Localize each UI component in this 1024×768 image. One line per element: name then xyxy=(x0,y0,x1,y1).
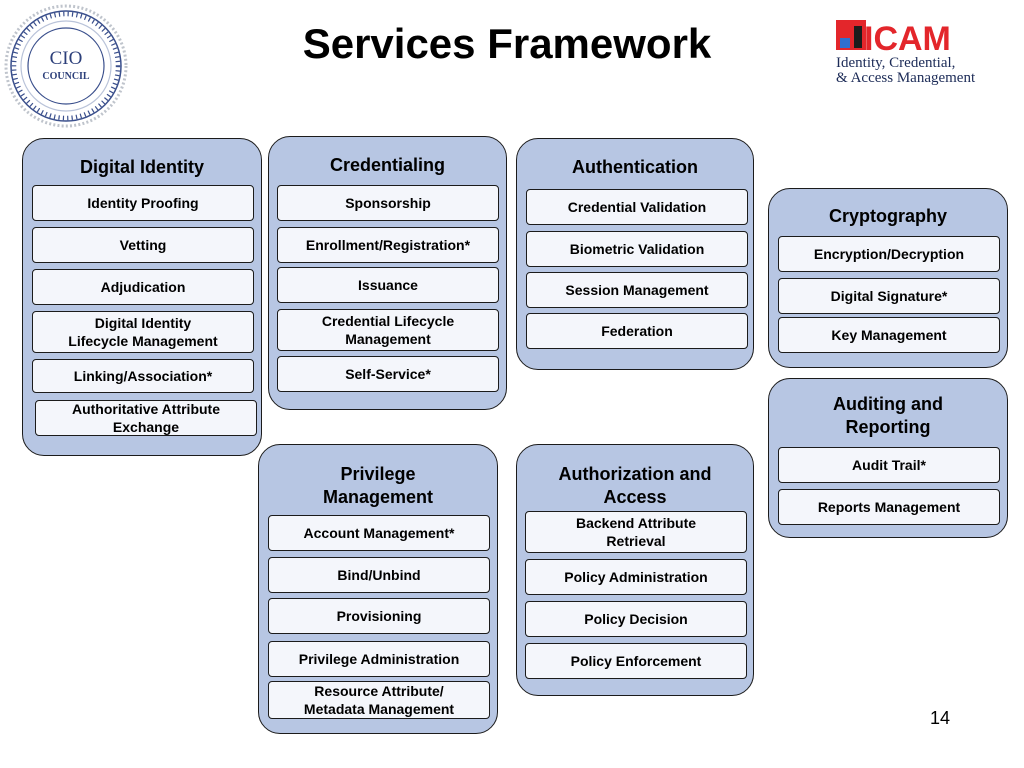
panel-authentication: Authentication Credential Validation Bio… xyxy=(516,138,754,370)
item-reports-management: Reports Management xyxy=(778,489,1000,525)
icam-logo: ICAM xyxy=(836,20,951,58)
page-number: 14 xyxy=(930,708,951,728)
panel-title-auditing-reporting: Auditing and Reporting xyxy=(833,394,943,437)
panel-title-authorization-access: Authorization and Access xyxy=(558,464,712,507)
item-bind-unbind: Bind/Unbind xyxy=(268,557,490,593)
panel-title-cryptography: Cryptography xyxy=(828,206,947,226)
item-credential-validation: Credential Validation xyxy=(526,189,748,225)
cio-seal-line2: COUNCIL xyxy=(42,71,90,82)
item-adjudication: Adjudication xyxy=(32,269,254,305)
panel-privilege-management: Privilege Management Account Management*… xyxy=(258,444,498,734)
item-provisioning: Provisioning xyxy=(268,598,490,634)
item-account-management: Account Management* xyxy=(268,515,490,551)
panel-digital-identity: Digital Identity Identity Proofing Vetti… xyxy=(22,138,262,456)
page-title: Services Framework xyxy=(302,20,712,67)
cio-seal-line1: CIO xyxy=(50,48,83,69)
item-digital-signature: Digital Signature* xyxy=(778,278,1000,314)
item-backend-attribute-retrieval: Backend Attribute Retrieval xyxy=(525,511,747,553)
item-privilege-administration: Privilege Administration xyxy=(268,641,490,677)
icam-tagline-line2: & Access Management xyxy=(836,70,976,86)
item-identity-proofing: Identity Proofing xyxy=(32,185,254,221)
panel-auditing-reporting: Auditing and Reporting Audit Trail* Repo… xyxy=(768,378,1008,538)
item-session-management: Session Management xyxy=(526,272,748,308)
item-issuance: Issuance xyxy=(277,267,499,303)
panel-title-credentialing: Credentialing xyxy=(329,155,445,175)
item-key-management: Key Management xyxy=(778,317,1000,353)
item-audit-trail: Audit Trail* xyxy=(778,447,1000,483)
panel-title-privilege-management: Privilege Management xyxy=(322,464,434,507)
panel-credentialing: Credentialing Sponsorship Enrollment/Reg… xyxy=(268,136,507,410)
item-vetting: Vetting xyxy=(32,227,254,263)
item-authoritative-attribute-exchange: Authoritative Attribute Exchange xyxy=(35,400,257,436)
panel-title-authentication: Authentication xyxy=(572,157,698,177)
item-linking-association: Linking/Association* xyxy=(32,359,254,393)
item-policy-enforcement: Policy Enforcement xyxy=(525,643,747,679)
panel-title-digital-identity: Digital Identity xyxy=(79,157,204,177)
item-policy-administration: Policy Administration xyxy=(525,559,747,595)
icam-tagline: Identity, Credential, & Access Managemen… xyxy=(836,56,1022,86)
icam-tagline-line1: Identity, Credential, xyxy=(836,55,956,71)
panel-authorization-access: Authorization and Access Backend Attribu… xyxy=(516,444,754,696)
icam-wordmark: ICAM xyxy=(864,20,951,58)
item-policy-decision: Policy Decision xyxy=(525,601,747,637)
item-federation: Federation xyxy=(526,313,748,349)
item-biometric-validation: Biometric Validation xyxy=(526,231,748,267)
item-credential-lifecycle-management: Credential Lifecycle Management xyxy=(277,309,499,351)
cio-council-seal-logo: CIO COUNCIL xyxy=(4,4,128,128)
item-self-service: Self-Service* xyxy=(277,356,499,392)
item-encryption-decryption: Encryption/Decryption xyxy=(778,236,1000,272)
item-resource-attribute-metadata-management: Resource Attribute/ Metadata Management xyxy=(268,681,490,719)
item-digital-identity-lifecycle-management: Digital Identity Lifecycle Management xyxy=(32,311,254,353)
panel-cryptography: Cryptography Encryption/Decryption Digit… xyxy=(768,188,1008,368)
item-sponsorship: Sponsorship xyxy=(277,185,499,221)
item-enrollment-registration: Enrollment/Registration* xyxy=(277,227,499,263)
